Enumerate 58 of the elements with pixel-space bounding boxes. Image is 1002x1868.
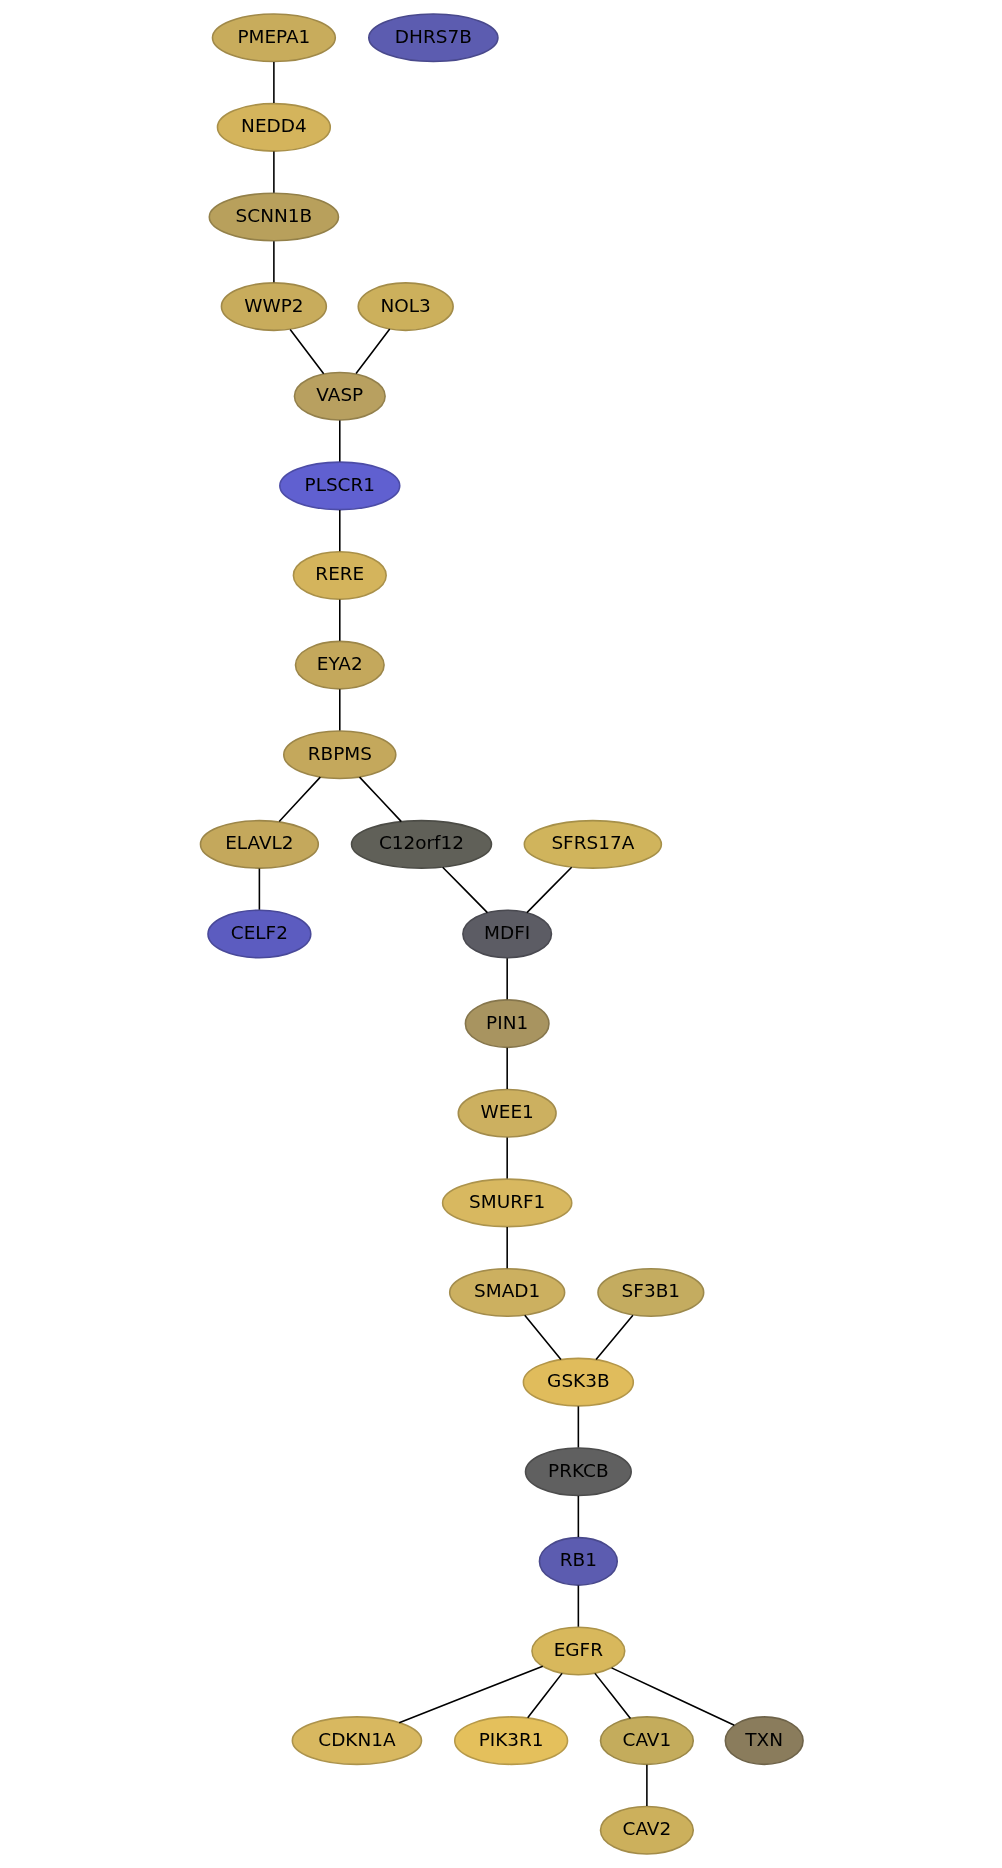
node-ellipse: RBPMS — [282, 730, 397, 780]
connector — [338, 688, 341, 732]
node-ellipse: NOL3 — [356, 282, 454, 332]
connector — [577, 1495, 579, 1538]
node-ellipse: TXN — [724, 1716, 804, 1766]
connector — [441, 866, 488, 914]
connector — [526, 1672, 563, 1719]
connector — [258, 867, 260, 911]
node-ellipse: CAV1 — [599, 1716, 694, 1766]
node-ellipse: RB1 — [538, 1536, 618, 1586]
node-ellipse: CELF2 — [206, 909, 312, 959]
connector — [397, 1665, 544, 1724]
node-ellipse: SMURF1 — [441, 1178, 573, 1228]
node-ellipse: EGFR — [530, 1626, 625, 1676]
connector — [358, 776, 402, 823]
node-ellipse: PMEPA1 — [211, 13, 336, 63]
node-ellipse: WEE1 — [457, 1088, 557, 1138]
node-ellipse: PIK3R1 — [453, 1716, 568, 1766]
node-ellipse: PIN1 — [464, 999, 550, 1049]
connector — [338, 509, 341, 552]
node-ellipse: VASP — [293, 371, 386, 421]
connector — [523, 1314, 562, 1361]
connector — [505, 1047, 508, 1090]
node-ellipse: SCNN1B — [208, 192, 339, 242]
connector — [525, 866, 572, 914]
node-ellipse: PLSCR1 — [278, 461, 401, 511]
node-ellipse: MDFI — [461, 909, 552, 959]
connector — [338, 598, 341, 642]
node-ellipse: GSK3B — [522, 1357, 634, 1407]
node-ellipse: PRKCB — [524, 1447, 632, 1497]
node-ellipse: EYA2 — [294, 640, 385, 690]
connector — [610, 1667, 735, 1727]
connector — [505, 1226, 508, 1269]
connector — [272, 61, 275, 104]
connector — [577, 1584, 579, 1628]
node-ellipse: RERE — [292, 551, 387, 600]
connector — [594, 1314, 634, 1361]
connector — [272, 240, 275, 284]
node-ellipse: WWP2 — [220, 282, 327, 332]
connector — [577, 1405, 579, 1449]
connector — [505, 1136, 508, 1180]
node-ellipse: CDKN1A — [291, 1716, 422, 1766]
node-ellipse: C12orf12 — [350, 819, 492, 869]
node-ellipse: NEDD4 — [216, 102, 331, 152]
connector — [272, 150, 275, 194]
node-ellipse: CAV2 — [599, 1805, 694, 1855]
connector — [288, 328, 324, 375]
connector — [338, 419, 341, 463]
connector — [354, 328, 390, 375]
connector — [593, 1672, 631, 1720]
connector — [645, 1764, 648, 1807]
node-ellipse: SFRS17A — [523, 819, 662, 869]
node-ellipse: SMAD1 — [448, 1268, 565, 1317]
node-ellipse: SF3B1 — [596, 1268, 704, 1317]
node-ellipse: ELAVL2 — [199, 819, 319, 869]
connector — [277, 776, 321, 823]
connector — [505, 957, 508, 1001]
node-ellipse: DHRS7B — [367, 13, 499, 63]
